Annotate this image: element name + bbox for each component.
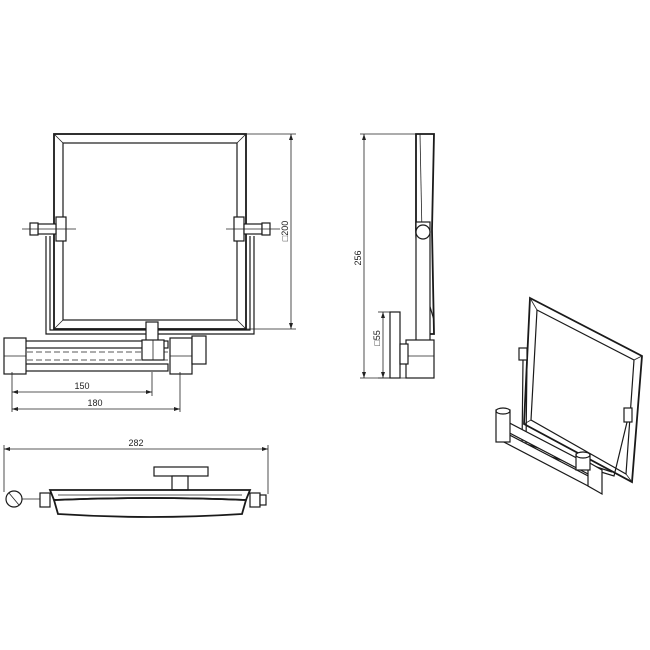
dim-282-label: 282	[128, 438, 143, 448]
side-view: 256 □55	[353, 133, 435, 379]
mirror-frame-outer	[53, 133, 247, 330]
top-wall-plate	[153, 466, 209, 477]
top-view: 282	[3, 438, 269, 518]
iso-wall-plate	[587, 460, 603, 496]
mirror-frame-inner	[62, 142, 238, 321]
side-wall-plate	[389, 311, 401, 379]
arm-lower	[17, 363, 169, 372]
dim-200-label: □200	[280, 221, 290, 241]
yoke	[45, 236, 255, 335]
side-arm-housing	[405, 339, 435, 379]
top-mirror-lower	[52, 497, 248, 518]
isometric-view	[495, 296, 643, 496]
front-view: 150 180 □200	[3, 133, 296, 412]
dim-150-label: 150	[74, 381, 89, 391]
yoke-stem	[145, 321, 159, 343]
dim-55-label: □55	[372, 330, 382, 345]
dim-256-label: 256	[353, 250, 363, 265]
dim-180-label: 180	[87, 398, 102, 408]
